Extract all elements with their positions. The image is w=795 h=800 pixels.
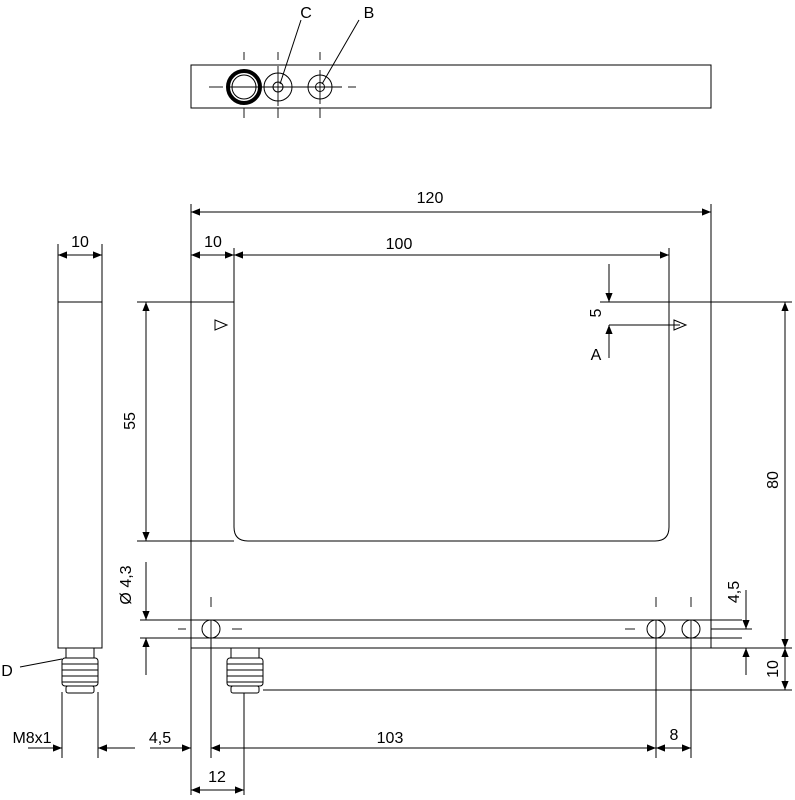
dim-hole-span: 103 — [377, 730, 404, 747]
side-view-connector — [61, 647, 99, 694]
dim-connector-12: 12 — [208, 769, 226, 786]
optical-axis-marker-left — [214, 319, 229, 331]
hole-centerline-ticks — [178, 597, 692, 630]
leader-d — [19, 658, 63, 668]
top-view-body — [190, 64, 712, 109]
front-dimensions: 120 10 100 5 A 55 80 Ø 4,3 4,5 — [118, 190, 792, 795]
dim-slot-width: 100 — [386, 236, 413, 253]
label-b: B — [364, 5, 375, 22]
dim-total-width: 120 — [417, 190, 444, 207]
dim-hole-diameter: Ø 4,3 — [118, 565, 135, 604]
front-view-connector — [226, 647, 264, 694]
optical-axis-marker-right — [673, 319, 688, 331]
dim-bottom-10: 10 — [765, 660, 782, 678]
leader-c — [279, 19, 302, 85]
leader-b — [321, 19, 360, 85]
dim-slot-depth: 55 — [122, 412, 139, 430]
top-view-centerlines — [209, 52, 356, 118]
dim-total-height: 80 — [765, 471, 782, 489]
dim-left-offset: 4,5 — [149, 730, 171, 747]
side-view: D 10 M8x1 — [1, 234, 135, 758]
label-c: C — [300, 5, 312, 22]
side-view-body — [57, 301, 103, 649]
dim-offset-5: 5 — [588, 308, 605, 317]
dim-right-8: 8 — [670, 727, 679, 744]
front-view — [140, 301, 742, 694]
dim-arm-width: 10 — [204, 234, 222, 251]
top-view: C B — [190, 5, 712, 118]
label-a: A — [591, 347, 602, 364]
label-d: D — [1, 663, 13, 680]
dim-hole-offset: 4,5 — [726, 581, 743, 603]
dim-thread: M8x1 — [12, 730, 51, 747]
dim-side-10: 10 — [71, 234, 89, 251]
front-view-outline — [190, 301, 712, 649]
